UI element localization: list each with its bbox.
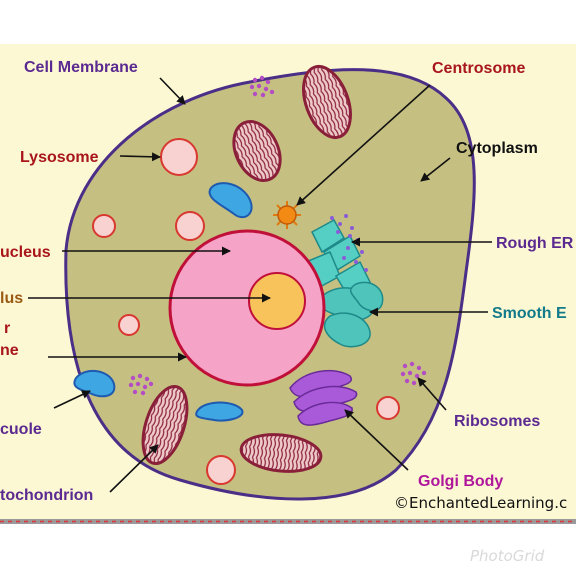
label-nuclear-membrane-line2: ne <box>0 342 19 359</box>
pointer-arrows <box>28 77 492 493</box>
label-rough-er: Rough ER <box>496 235 574 252</box>
mitochondrion-top <box>302 64 352 140</box>
label-golgi-body: Golgi Body <box>418 473 503 490</box>
label-cytoplasm: Cytoplasm <box>456 140 538 157</box>
nucleolus <box>248 272 306 330</box>
label-vacuole: cuole <box>0 421 42 438</box>
smooth-er <box>318 281 384 348</box>
label-cell-membrane: Cell Membrane <box>24 59 138 76</box>
mitochondrion-upper <box>232 120 282 182</box>
label-nucleolus: lus <box>0 290 23 307</box>
label-nuclear-membrane-line1: r <box>4 320 10 337</box>
golgi-body <box>289 369 358 426</box>
label-ribosomes: Ribosomes <box>454 413 540 430</box>
mitochondrion-lower-left <box>141 385 189 465</box>
ribosome-clusters <box>128 75 427 396</box>
label-nucleus: ucleus <box>0 244 51 261</box>
lysosomes <box>92 138 400 485</box>
label-centrosome: Centrosome <box>432 60 525 77</box>
label-lysosome: Lysosome <box>20 149 99 166</box>
label-smooth-er: Smooth E <box>492 305 567 322</box>
photogrid-watermark: PhotoGrid <box>470 547 545 565</box>
mitochondrion-bottom <box>239 433 323 473</box>
centrosome <box>273 201 301 229</box>
vacuoles <box>73 182 253 422</box>
nucleus <box>168 229 326 387</box>
label-mitochondrion: tochondrion <box>0 487 93 504</box>
copyright-credit: ©EnchantedLearning.c <box>394 494 567 512</box>
